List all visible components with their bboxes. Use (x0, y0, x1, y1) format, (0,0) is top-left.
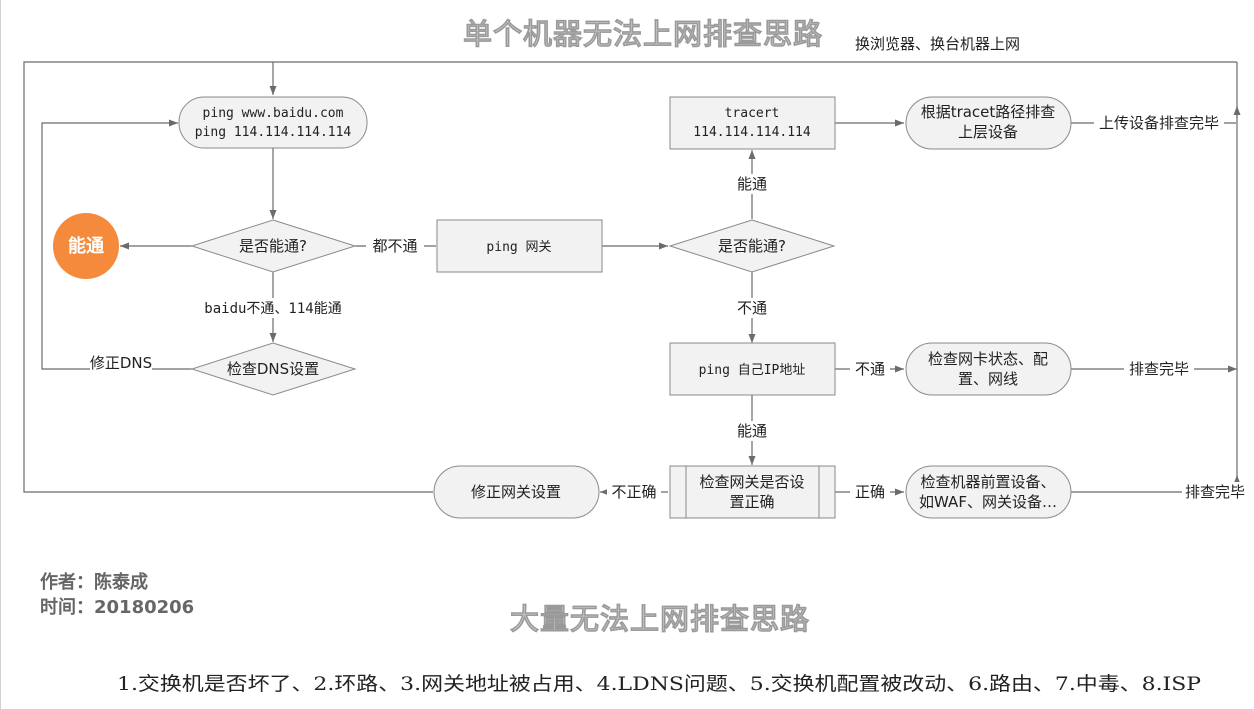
ok-circle (53, 213, 119, 279)
trace-check-line1: 根据tracet路径排查 (921, 103, 1056, 121)
label-bg (1182, 482, 1250, 502)
ping-node-line1: ping www.baidu.com (203, 106, 344, 121)
label-bg (1094, 113, 1224, 133)
author-line: 作者：陈泰成 (40, 571, 148, 593)
label-bg (730, 174, 774, 194)
gw-setting-node (669, 465, 836, 519)
label-bg (1124, 359, 1194, 379)
title-top: 单个机器无法上网排查思路 (463, 17, 823, 51)
nic-check-line1: 检查网卡状态、配 (928, 350, 1048, 368)
label-check-done-1: 排查完毕 (1129, 360, 1189, 378)
outer-loop-left (23, 61, 1237, 493)
ping-node (178, 96, 368, 149)
check-dns-text: 检查DNS设置 (227, 360, 319, 378)
front-check-node (905, 465, 1072, 519)
label-incorrect: 不正确 (611, 483, 656, 501)
ping-self-ip-node (669, 342, 836, 396)
label-bg (730, 421, 774, 441)
fix-gateway-node (433, 465, 600, 519)
gw-setting-line1: 检查网关是否设 (699, 473, 804, 491)
label-can-pass-up: 能通 (737, 175, 767, 193)
title-top-note: 换浏览器、换台机器上网 (855, 35, 1020, 53)
nic-check-node (905, 342, 1072, 396)
trace-check-node (905, 96, 1072, 150)
gw-setting-line2: 置正确 (729, 493, 774, 511)
decision1-text: 是否能通? (239, 237, 307, 255)
ok-circle-text: 能通 (68, 235, 104, 257)
ping-gateway-node (436, 219, 603, 273)
label-correct: 正确 (855, 483, 885, 501)
tracert-node (669, 96, 836, 150)
decision2-text: 是否能通? (718, 237, 786, 255)
tracert-line1: tracert (725, 106, 780, 121)
label-bg (850, 359, 890, 379)
decision1-node (190, 219, 357, 273)
label-no-pass-down: 不通 (737, 299, 767, 317)
time-line: 时间：20180206 (40, 597, 194, 618)
label-bg (195, 298, 353, 318)
label-upload-done: 上传设备排查完毕 (1099, 114, 1219, 132)
fix-gateway-text: 修正网关设置 (471, 483, 561, 501)
label-bg (730, 298, 774, 318)
label-bg (90, 353, 152, 373)
label-baidu-fail: baidu不通、114能通 (204, 301, 341, 317)
front-check-line1: 检查机器前置设备、 (920, 473, 1055, 491)
label-can-pass-down: 能通 (737, 422, 767, 440)
decision2-node (668, 219, 836, 273)
trace-check-line2: 上层设备 (958, 123, 1018, 141)
ping-node-line2: ping 114.114.114.114 (195, 125, 352, 140)
front-check-line2: 如WAF、网关设备… (919, 493, 1057, 511)
label-bg (850, 482, 890, 502)
tracert-line2: 114.114.114.114 (693, 125, 811, 140)
label-check-done-2: 排查完毕 (1185, 483, 1245, 501)
label-all-fail: 都不通 (372, 237, 417, 255)
check-dns-node (190, 342, 357, 396)
ping-self-ip-text: ping 自己IP地址 (699, 363, 806, 378)
label-bg (366, 236, 424, 256)
label-nic-fail: 不通 (855, 360, 885, 378)
label-bg (607, 482, 661, 502)
nic-check-line2: 置、网线 (958, 370, 1018, 388)
title-bottom: 大量无法上网排查思路 (510, 602, 810, 636)
bottom-list: 1.交换机是否坏了、2.环路、3.网关地址被占用、4.LDNS问题、5.交换机配… (117, 673, 1201, 695)
label-fix-dns: 修正DNS (90, 354, 152, 372)
ping-gateway-text: ping 网关 (486, 240, 551, 255)
